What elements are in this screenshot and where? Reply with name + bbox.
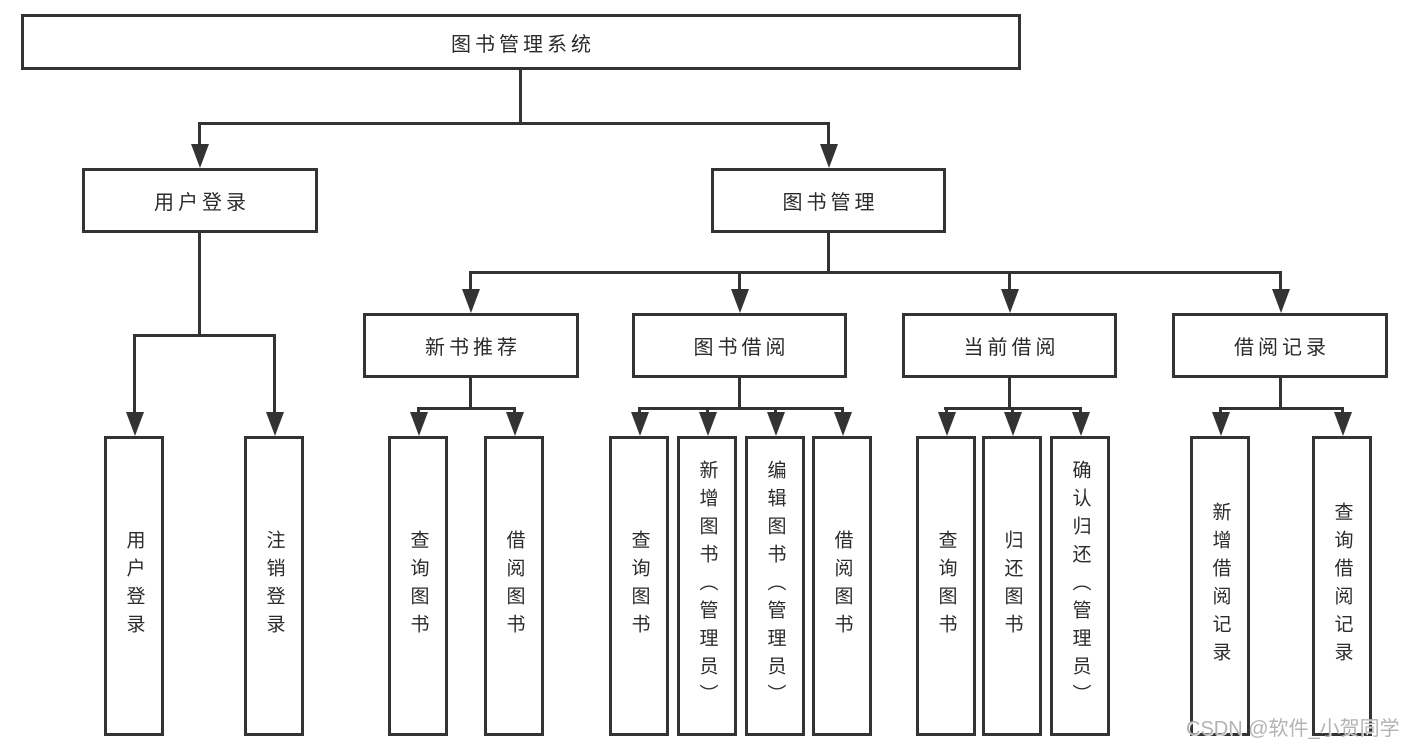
leaf-newbook-borrow-label: 借阅图书 [503,530,525,642]
leaf-newbook-borrow: 借阅图书 [484,436,544,736]
arrow-current-leaf-1 [945,407,948,412]
connector-user-login-rail [133,334,276,337]
arrow-record-leaf-2 [1341,407,1344,412]
leaf-borrow-borrow-label: 借阅图书 [831,530,853,642]
leaf-record-query: 查询借阅记录 [1312,436,1372,736]
node-new-book-label: 新书推荐 [425,337,521,359]
node-user-login-label: 用户登录 [154,192,250,214]
leaf-borrow-add: 新增图书（管理员） [677,436,737,736]
connector-level2-rail [198,122,830,125]
leaf-current-query-label: 查询图书 [935,530,957,642]
arrow-newbook-leaf-2 [513,407,516,412]
connector-new-book-rail [417,407,516,410]
leaf-current-return-label: 归还图书 [1001,530,1023,642]
leaf-current-return: 归还图书 [982,436,1042,736]
connector-root-trunk [519,70,522,123]
leaf-current-confirm: 确认归还（管理员） [1050,436,1110,736]
connector-level3-rail [469,271,1282,274]
arrow-to-borrow-record [1279,271,1282,289]
arrow-to-book-borrow [738,271,741,289]
arrow-borrow-leaf-2 [706,407,709,412]
connector-book-mgmt-trunk [827,233,830,273]
connector-book-borrow-trunk [738,378,741,409]
leaf-record-add: 新增借阅记录 [1190,436,1250,736]
connector-new-book-trunk [469,378,472,409]
leaf-borrow-edit-label: 编辑图书（管理员） [764,460,786,712]
arrow-current-leaf-2 [1011,407,1014,412]
leaf-borrow-query: 查询图书 [609,436,669,736]
leaf-borrow-edit: 编辑图书（管理员） [745,436,805,736]
connector-borrow-record-rail [1219,407,1344,410]
leaf-user-login: 用户登录 [104,436,164,736]
leaf-current-query: 查询图书 [916,436,976,736]
node-root-label: 图书管理系统 [451,33,595,56]
leaf-logout-label: 注销登录 [263,530,285,642]
leaf-record-query-label: 查询借阅记录 [1331,502,1353,670]
leaf-logout: 注销登录 [244,436,304,736]
leaf-record-add-label: 新增借阅记录 [1209,502,1231,670]
node-new-book: 新书推荐 [363,313,579,378]
connector-book-borrow-rail [638,407,844,410]
arrow-to-book-mgmt [827,122,830,144]
connector-current-borrow-trunk [1008,378,1011,409]
arrow-newbook-leaf-1 [417,407,420,412]
node-current-borrow: 当前借阅 [902,313,1117,378]
node-book-borrow-label: 图书借阅 [693,337,790,359]
arrow-to-new-book [469,271,472,289]
node-borrow-record: 借阅记录 [1172,313,1388,378]
leaf-user-login-label: 用户登录 [123,530,145,642]
arrow-to-current-borrow [1008,271,1011,289]
arrow-record-leaf-1 [1219,407,1222,412]
leaf-borrow-query-label: 查询图书 [628,530,650,642]
csdn-watermark: CSDN @软件_小贺同学 [1186,718,1400,740]
node-book-mgmt-label: 图书管理 [782,192,879,214]
node-current-borrow-label: 当前借阅 [963,337,1060,359]
leaf-newbook-query-label: 查询图书 [407,530,429,642]
arrow-borrow-leaf-4 [841,407,844,412]
node-book-borrow: 图书借阅 [632,313,847,378]
connector-user-login-trunk [198,233,201,337]
arrow-to-user-login [198,122,201,144]
leaf-newbook-query: 查询图书 [388,436,448,736]
leaf-borrow-borrow: 借阅图书 [812,436,872,736]
node-borrow-record-label: 借阅记录 [1234,337,1330,359]
leaf-current-confirm-label: 确认归还（管理员） [1069,460,1091,712]
node-user-login: 用户登录 [82,168,318,233]
leaf-borrow-add-label: 新增图书（管理员） [696,460,718,712]
arrow-borrow-leaf-1 [638,407,641,412]
connector-borrow-record-trunk [1279,378,1282,409]
node-book-mgmt: 图书管理 [711,168,946,233]
arrow-to-login-leaf [133,334,136,412]
arrow-to-logout-leaf [273,334,276,412]
arrow-current-leaf-3 [1079,407,1082,412]
node-root: 图书管理系统 [21,14,1021,70]
arrow-borrow-leaf-3 [774,407,777,412]
